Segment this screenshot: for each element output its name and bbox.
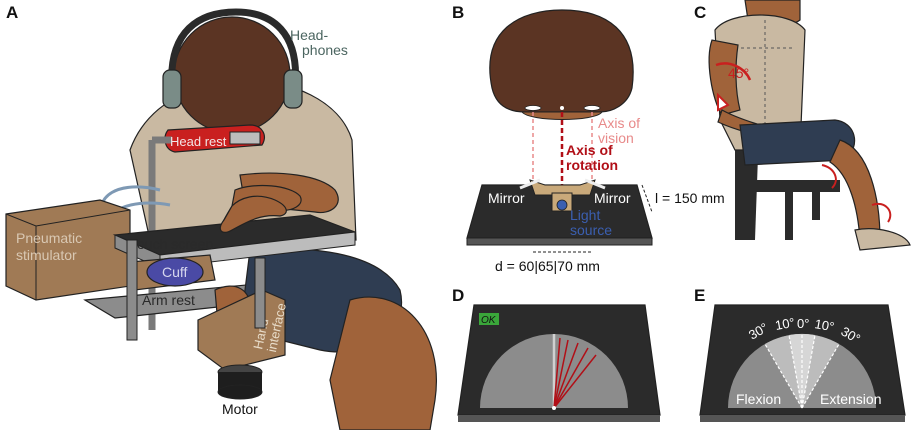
line-pos10 [801, 334, 816, 409]
mirror-left-label: Mirror [488, 190, 525, 206]
panel-c: C 45° [694, 0, 911, 251]
head [173, 16, 291, 134]
ok-badge-label: OK [481, 315, 497, 326]
panel-b: B Axis of vision Axis of rotation Mirror… [452, 3, 725, 274]
axis-rotation-line1: Axis of [566, 142, 613, 158]
left-mirror [519, 178, 541, 190]
l-dim-label: l = 150 mm [655, 190, 725, 206]
red-ray-4 [553, 347, 589, 409]
panel-d-letter: D [452, 286, 464, 305]
ok-badge [479, 313, 499, 325]
panel-e: E 30° 10° 0° 10° 30° Flexion Extension [694, 286, 906, 422]
red-ray-5 [553, 354, 597, 409]
ankle-angle-arc [871, 202, 892, 223]
cuff-label: Cuff [162, 264, 188, 280]
mirror-right-label: Mirror [594, 190, 631, 206]
light-source-icon [556, 199, 568, 211]
left-eye [524, 105, 542, 111]
touch-screen-label: Touch screen [130, 236, 213, 252]
line-pos30 [801, 343, 840, 409]
upper-arm [708, 39, 741, 116]
tick-label-4: 10° [813, 316, 835, 334]
light-source-line2: source [570, 222, 612, 238]
motor-icon [217, 364, 263, 400]
head-top-view [489, 9, 634, 113]
red-rays [553, 337, 597, 409]
extension-label: Extension [820, 391, 881, 407]
pneumatic-label-line2: stimulator [16, 247, 77, 263]
headphones-label-line1: Head- [290, 27, 328, 43]
frame-pole-right [254, 257, 266, 329]
right-mirror [584, 178, 606, 190]
cuff [146, 257, 204, 287]
line-neg30 [764, 343, 803, 409]
mirror-board-edge [466, 237, 653, 246]
shoulder-angle-label: 45° [728, 65, 749, 81]
tick-label-3: 0° [797, 316, 809, 331]
headphones-right-cup [283, 69, 303, 109]
arm-rest-label: Arm rest [142, 292, 195, 308]
axis-vision-line2: vision [598, 130, 634, 146]
screen-d-edge [458, 415, 660, 422]
motor-label: Motor [222, 401, 258, 417]
red-ray-2 [553, 339, 569, 409]
pneumatic-stimulator-box [5, 199, 131, 301]
light-source-line1: Light [570, 207, 600, 223]
elbow-angle-marker [717, 92, 730, 112]
red-ray-3 [553, 342, 579, 409]
knee [329, 296, 437, 430]
panel-e-letter: E [694, 286, 705, 305]
headphones-icon [168, 8, 300, 89]
headphones-left-cup [162, 69, 182, 109]
mirror-mount [529, 179, 596, 196]
shoe [854, 228, 911, 251]
knee-angle-arc [821, 164, 837, 189]
panel-b-letter: B [452, 3, 464, 22]
axis-rotation-label: Axis of rotation [566, 142, 618, 173]
head-rest-clamp [229, 131, 261, 145]
pneumatic-label: Pneumatic stimulator [16, 230, 86, 263]
frame-pole-left [126, 239, 138, 341]
screen-e-edge [700, 415, 905, 422]
shoulder-angle-arc [715, 62, 752, 81]
pneumatic-label-line1: Pneumatic [16, 230, 82, 246]
tick-label-2: 10° [774, 315, 796, 333]
panel-c-letter: C [694, 3, 706, 22]
right-eye [583, 105, 601, 111]
panel-a-letter: A [6, 3, 18, 22]
headphones-label: Head- phones [290, 27, 348, 58]
panel-d: D OK [452, 286, 661, 422]
axis-vision-line1: Axis of [598, 115, 640, 131]
light-source-label: Light source [570, 207, 612, 238]
flexion-label: Flexion [736, 391, 781, 407]
hand-on-screen [219, 195, 287, 233]
center-dot [560, 106, 564, 110]
axis-rotation-line2: rotation [566, 157, 618, 173]
axis-vision-label: Axis of vision [598, 115, 644, 146]
headphones-label-line2: phones [302, 42, 348, 58]
panel-a: A Pneumatic stimulator [5, 3, 437, 430]
pivot-dot [552, 406, 556, 410]
head-rest-label: Head rest [170, 134, 227, 149]
line-neg10 [788, 334, 803, 409]
d-dim-label: d = 60|65|70 mm [495, 258, 600, 274]
red-ray-1 [553, 337, 561, 409]
